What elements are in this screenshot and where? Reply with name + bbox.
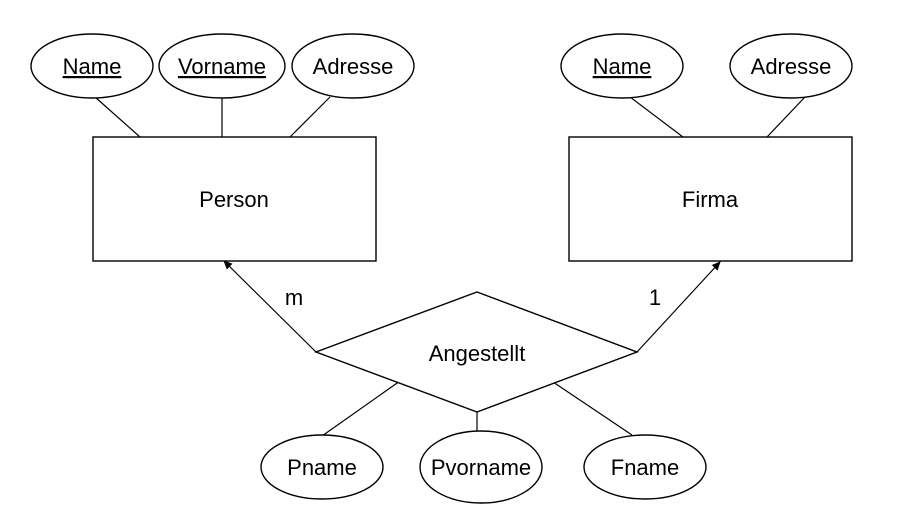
attribute-label: Adresse [313, 54, 394, 79]
entity-firma[interactable]: Firma [568, 136, 853, 262]
attribute-rel-pname[interactable]: Pname [260, 434, 384, 500]
relationship-angestellt[interactable]: Angestellt [313, 291, 639, 413]
attribute-label: Name [593, 54, 652, 79]
entity-person[interactable]: Person [92, 136, 377, 262]
connector-person-adresse [289, 96, 331, 138]
attribute-person-name[interactable]: Name [30, 33, 154, 99]
relationship-label: Angestellt [429, 341, 526, 366]
attribute-person-adresse[interactable]: Adresse [291, 33, 415, 99]
attribute-rel-fname[interactable]: Fname [583, 434, 707, 500]
entity-label: Person [199, 187, 269, 212]
attribute-label: Pname [287, 455, 357, 480]
attribute-firma-name[interactable]: Name [560, 33, 684, 99]
attribute-label: Pvorname [431, 455, 531, 480]
attribute-label: Adresse [751, 54, 832, 79]
entity-label: Firma [682, 187, 739, 212]
attribute-label: Vorname [178, 54, 266, 79]
cardinality-person: m [285, 285, 303, 310]
arrow-to-person [223, 260, 317, 353]
connector-person-name [94, 96, 141, 138]
attribute-label: Fname [611, 455, 679, 480]
connector-firma-adresse [766, 96, 806, 138]
cardinality-firma: 1 [649, 285, 661, 310]
attribute-rel-pvorname[interactable]: Pvorname [419, 430, 543, 504]
attribute-label: Name [63, 54, 122, 79]
attribute-firma-adresse[interactable]: Adresse [729, 33, 853, 99]
connector-firma-name [629, 96, 684, 138]
connector-rel-pname [321, 380, 401, 437]
arrow-to-firma [636, 261, 721, 353]
attribute-person-vorname[interactable]: Vorname [158, 33, 286, 99]
connector-rel-fname [552, 381, 633, 436]
